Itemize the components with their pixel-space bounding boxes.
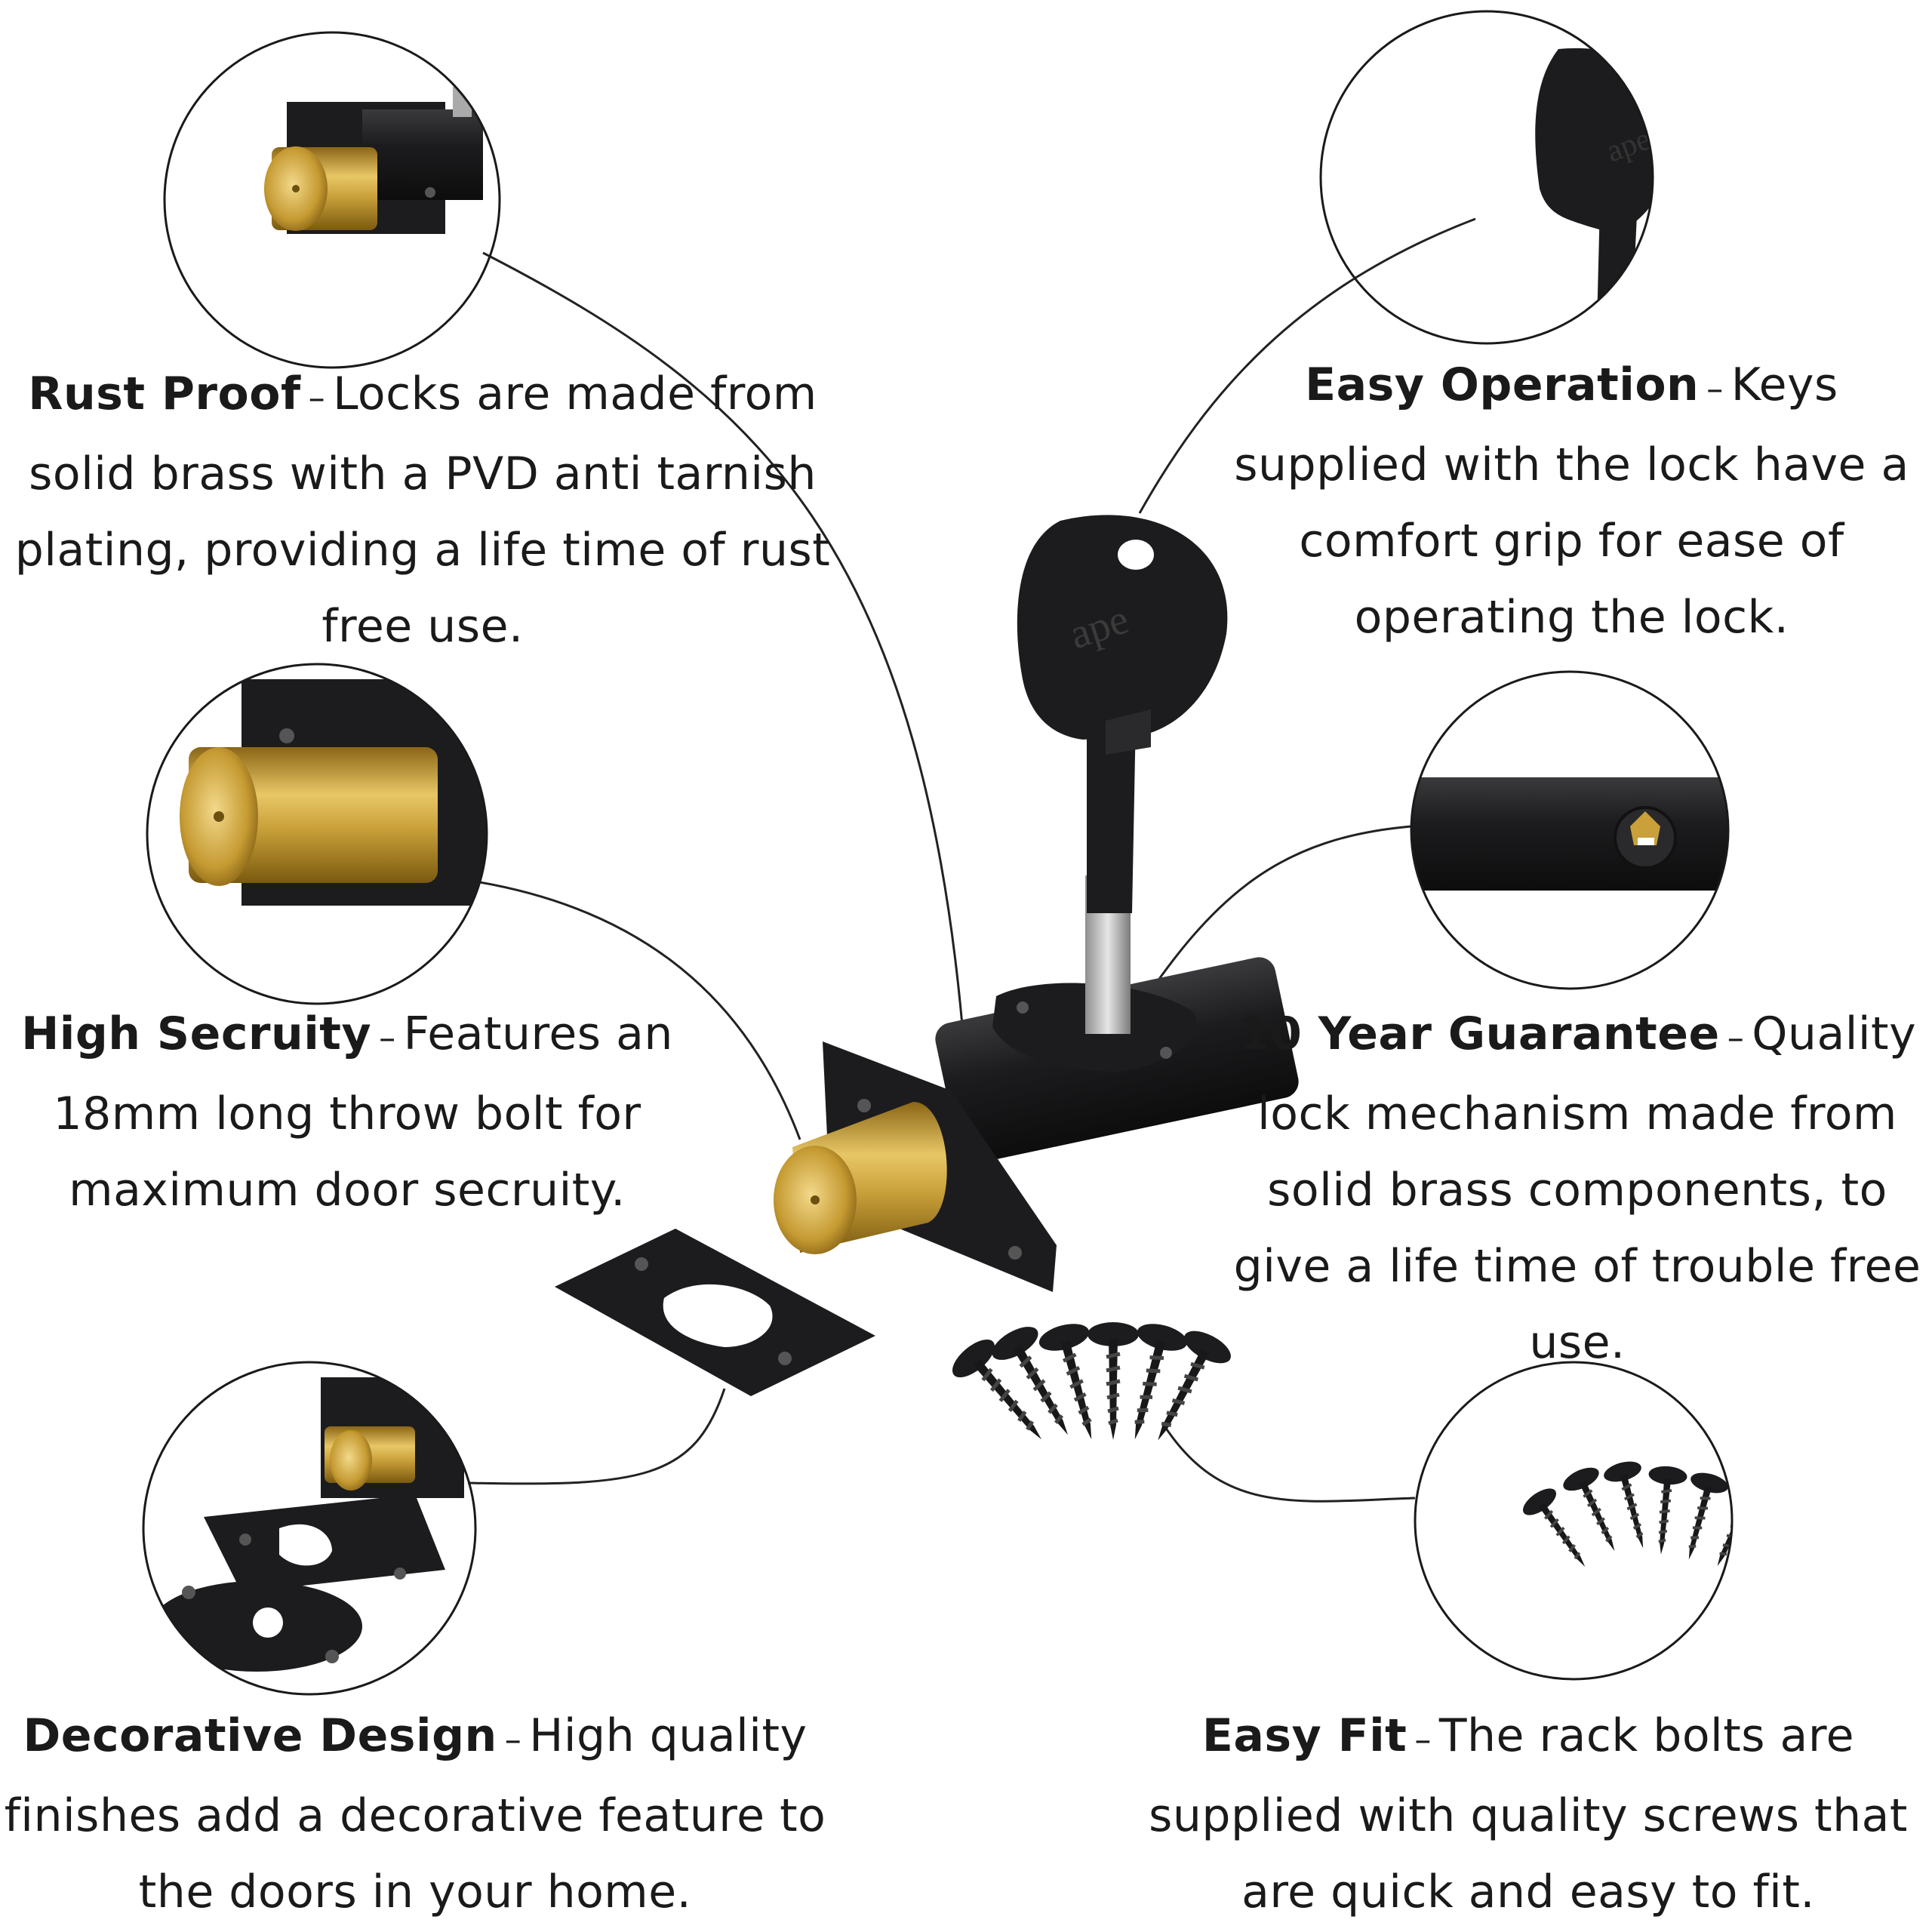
feature-dash: – — [1727, 1019, 1745, 1057]
feature-high-security: High Secruity–Features an 18mm long thro… — [0, 996, 694, 1229]
leader-line-guarantee — [1131, 825, 1412, 1020]
feature-decorative-design: Decorative Design–High quality finishes … — [0, 1698, 830, 1930]
feature-dash: – — [1414, 1721, 1432, 1759]
feature-title: Easy Operation — [1305, 358, 1700, 411]
feature-title: 10 Year Guarantee — [1238, 1008, 1720, 1060]
feature-body: High quality finishes add a decorative f… — [4, 1709, 826, 1918]
decorative-design-detail-image — [142, 1361, 477, 1696]
leader-line-high-security — [475, 880, 801, 1140]
feature-body: Features an 18mm long throw bolt for max… — [53, 1008, 673, 1217]
guarantee-detail-image — [1410, 670, 1730, 990]
rust-proof-detail-image — [163, 31, 501, 369]
feature-easy-operation: Easy Operation–Keys supplied with the lo… — [1211, 347, 1932, 656]
leader-lines — [467, 217, 1476, 1503]
feature-title: Easy Fit — [1201, 1709, 1407, 1762]
feature-body: Quality lock mechanism made from solid b… — [1233, 1008, 1921, 1369]
feature-body: Keys supplied with the lock have a comfo… — [1234, 358, 1909, 644]
leader-line-easy-operation — [1138, 217, 1476, 514]
feature-dash: – — [504, 1721, 522, 1759]
feature-title: High Secruity — [21, 1008, 372, 1060]
feature-easy-fit: Easy Fit–The rack bolts are supplied wit… — [1124, 1698, 1932, 1930]
feature-body: Locks are made from solid brass with a P… — [14, 368, 831, 653]
leader-line-easy-fit — [1161, 1422, 1416, 1503]
feature-title: Rust Proof — [28, 368, 301, 420]
leader-line-rust-proof — [482, 251, 968, 1072]
easy-operation-detail-image: ape — [1319, 10, 1654, 345]
feature-title: Decorative Design — [23, 1709, 497, 1762]
feature-dash: – — [1706, 370, 1724, 408]
central-lock-image: ape — [555, 515, 1299, 1396]
high-security-detail-image — [146, 663, 488, 1005]
feature-dash: – — [308, 379, 326, 417]
easy-fit-detail-image — [1414, 1361, 1734, 1681]
feature-rust-proof: Rust Proof–Locks are made from solid bra… — [0, 356, 845, 665]
feature-body: The rack bolts are supplied with quality… — [1149, 1709, 1908, 1918]
loose-screws-image — [946, 1319, 1236, 1456]
feature-10-year-guarantee: 10 Year Guarantee–Quality lock mechanism… — [1223, 996, 1932, 1381]
key-head — [1017, 515, 1228, 740]
feature-dash: – — [379, 1019, 396, 1057]
leader-line-decorative-design — [467, 1388, 726, 1485]
